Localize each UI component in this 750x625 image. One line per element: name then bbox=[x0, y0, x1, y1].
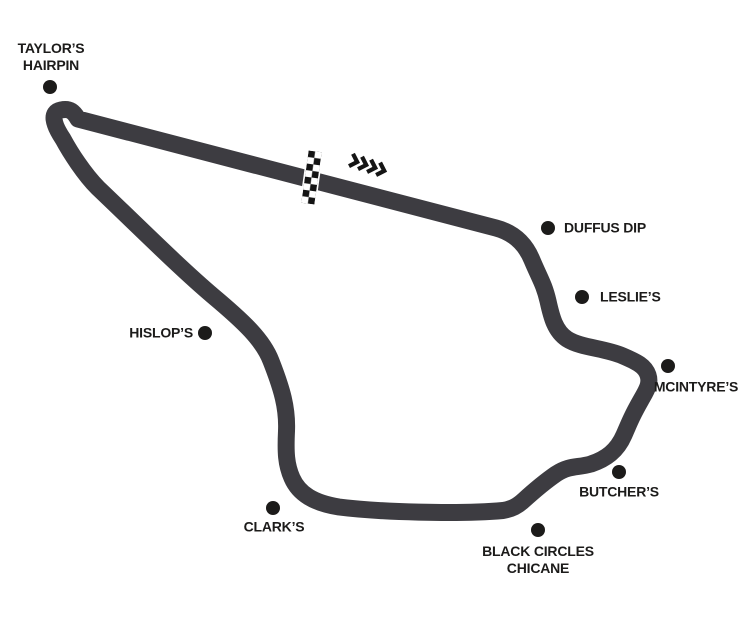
corner-label-butchers: BUTCHER’S bbox=[579, 483, 659, 500]
corner-dot-mcintyres bbox=[661, 359, 675, 373]
corner-dot-taylors-hairpin bbox=[43, 80, 57, 94]
corner-dot-duffus-dip bbox=[541, 221, 555, 235]
start-finish-line bbox=[299, 148, 324, 207]
corner-dot-clarks bbox=[266, 501, 280, 515]
chevron-icon bbox=[366, 158, 379, 174]
chevron-icon bbox=[348, 152, 361, 169]
corner-label-hislops: HISLOP’S bbox=[129, 324, 193, 341]
corner-dot-black-circles-chicane bbox=[531, 523, 545, 537]
corner-dot-hislops bbox=[198, 326, 212, 340]
chevron-icon bbox=[357, 155, 370, 171]
corner-label-black-circles-chicane: BLACK CIRCLES CHICANE bbox=[482, 543, 594, 576]
corner-dot-butchers bbox=[612, 465, 626, 479]
corner-label-mcintyres: MCINTYRE’S bbox=[653, 378, 739, 395]
corner-label-taylors-hairpin: TAYLOR’S HAIRPIN bbox=[17, 40, 85, 73]
start-finish-checker bbox=[301, 150, 322, 205]
corner-label-leslies: LESLIE’S bbox=[600, 288, 661, 305]
corner-label-duffus-dip: DUFFUS DIP bbox=[564, 219, 647, 236]
chevron-icon bbox=[375, 161, 388, 177]
track-outline bbox=[45, 101, 658, 521]
race-direction-chevrons bbox=[348, 152, 388, 177]
corner-label-clarks: CLARK’S bbox=[243, 518, 305, 535]
corner-dot-leslies bbox=[575, 290, 589, 304]
